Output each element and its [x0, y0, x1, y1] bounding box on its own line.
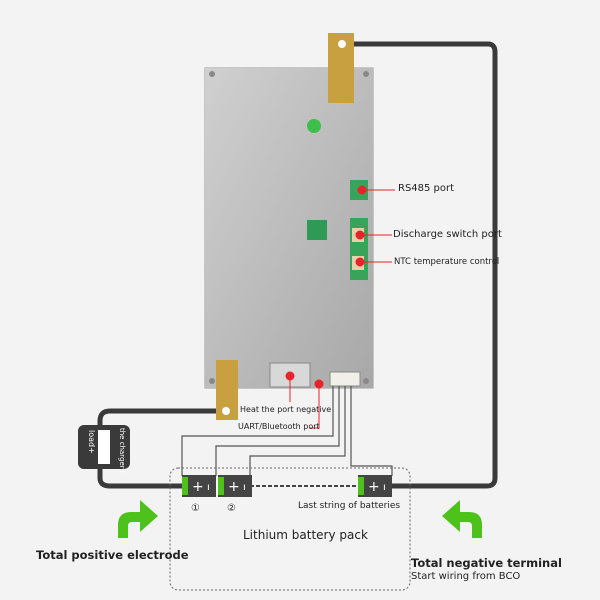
negative-label: Total negative terminal [411, 556, 562, 570]
svg-text:ı: ı [207, 482, 210, 493]
load-label: load+ [87, 430, 96, 454]
svg-text:+: + [228, 479, 240, 495]
discharge-label: Discharge switch port [393, 229, 502, 240]
positive-label: Total positive electrode [36, 548, 189, 562]
charger-label: the charger+ [118, 428, 126, 475]
heat-label: Heat the port negative [240, 405, 332, 414]
uart-label: UART/Bluetooth port [238, 422, 320, 431]
negative-wire [342, 41, 498, 489]
positive-arrow-icon [118, 500, 158, 538]
last-string-label: Last string of batteries [298, 501, 401, 511]
led-icon [307, 119, 321, 133]
battery-pack-outline [169, 467, 411, 591]
svg-text:ı: ı [383, 482, 386, 493]
svg-text:+: + [368, 479, 380, 495]
ntc-label: NTC temperature control [394, 257, 500, 267]
chip [307, 220, 327, 240]
svg-text:ı: ı [243, 482, 246, 493]
rs485-label: RS485 port [398, 183, 455, 194]
battery-cell-1: +ı [182, 475, 216, 497]
discharge-connector [350, 218, 368, 280]
balance-connector [329, 371, 361, 387]
svg-text:+: + [192, 479, 204, 495]
battery-cell-2: +ı [218, 475, 252, 497]
start-label: Start wiring from BCO [411, 571, 521, 582]
pack-label: Lithium battery pack [243, 528, 368, 542]
battery-cell-last: +ı [358, 475, 392, 497]
bottom-terminal [216, 360, 238, 420]
cell-2-number: ② [227, 503, 236, 514]
negative-arrow-icon [442, 500, 482, 538]
cell-1-number: ① [191, 503, 200, 514]
